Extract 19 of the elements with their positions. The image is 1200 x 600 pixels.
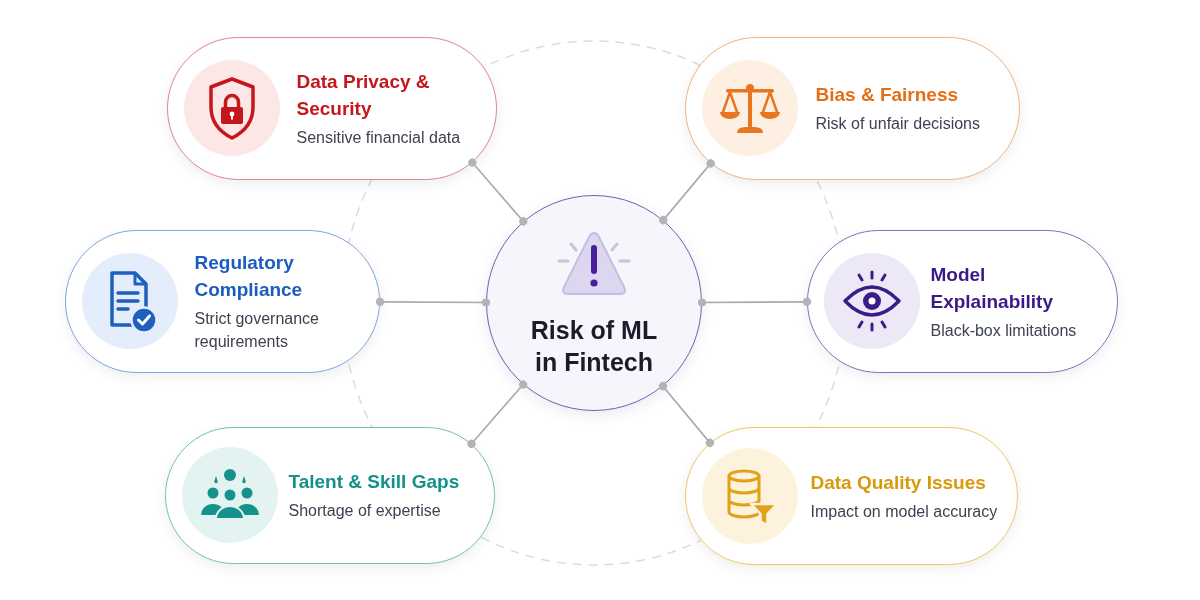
card-description: Strict governance requirements <box>194 309 320 352</box>
connector-line <box>659 159 715 225</box>
card-description: Sensitive financial data <box>296 127 462 148</box>
connector-line <box>658 382 714 447</box>
card-title: Regulatory Compliance <box>194 251 304 302</box>
card-title: Model Explainability <box>930 262 1054 314</box>
connector-line <box>375 297 491 307</box>
connector-line <box>467 380 528 448</box>
hub-title: Risk of ML in Fintech <box>529 315 659 378</box>
card-description: Black-box limitations <box>930 320 1078 341</box>
card-title: Data Quality Issues <box>810 470 987 495</box>
card-description: Risk of unfair decisions <box>815 114 981 134</box>
connector-line <box>468 158 528 226</box>
card-title: Talent & Skill Gaps <box>288 470 461 494</box>
card-title: Bias & Fairness <box>815 83 960 107</box>
connector-line <box>697 297 812 307</box>
card-description: Shortage of expertise <box>288 501 442 521</box>
card-description: Impact on model accuracy <box>810 501 999 522</box>
card-title: Data Privacy & Security <box>296 69 431 121</box>
